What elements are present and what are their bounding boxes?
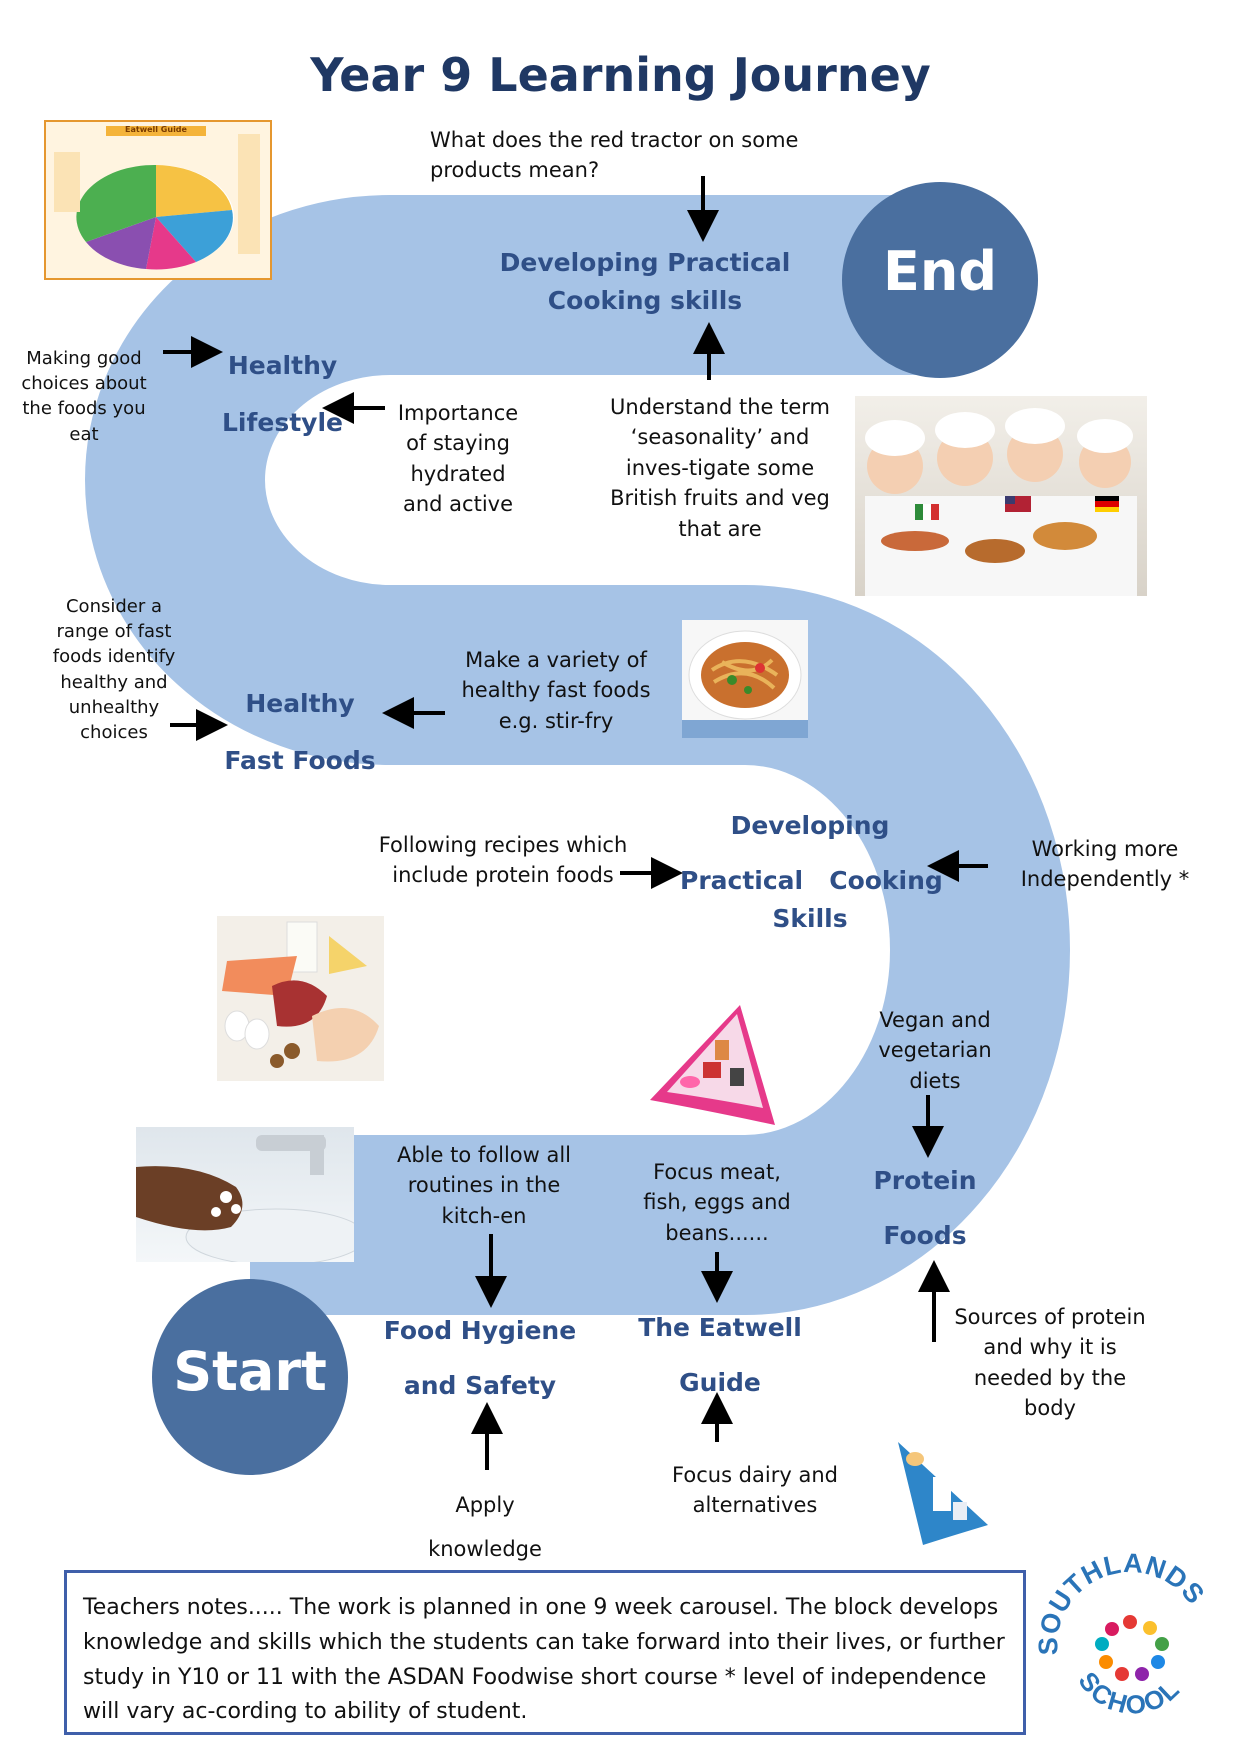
note-focus-meat: Focus meat, fish, eggs and beans...... <box>643 1160 791 1245</box>
logo-text-top: SOUTHLANDS <box>1033 1548 1209 1655</box>
logo-figures-ring <box>1095 1615 1169 1681</box>
note-fast-foods-range: Consider a range of fast foods identify … <box>52 596 176 743</box>
stir-fry-photo <box>682 620 808 738</box>
note-variety: Make a variety of healthy fast foods e.g… <box>461 648 651 733</box>
stage-protein-line1: Protein <box>873 1166 977 1195</box>
note-seasonality: Understand the term ‘seasonality’ and in… <box>610 395 830 541</box>
logo-text-bottom: SCHOOL <box>1073 1666 1185 1720</box>
stage-food-hygiene: Food Hygiene and Safety <box>380 1315 580 1402</box>
stage-protein-foods: Protein Foods <box>845 1165 1005 1252</box>
stage-protein-line2: Foods <box>883 1221 967 1251</box>
stage-hygiene-line2: and Safety <box>403 1371 557 1401</box>
stage-eatwell-line1: The Eatwell <box>638 1313 802 1342</box>
note-dairy: Focus dairy and alternatives <box>672 1463 838 1518</box>
note-routines: Able to follow all routines in the kitch… <box>396 1143 572 1228</box>
eatwell-dairy-segment-image <box>898 1442 988 1545</box>
note-vegan: Vegan and vegetarian diets <box>878 1008 992 1093</box>
end-circle <box>842 182 1038 378</box>
note-independently: Working more Independently * <box>1020 837 1190 892</box>
eatwell-guide-poster-image: Eatwell Guide <box>44 120 272 280</box>
eatwell-protein-segment-image <box>650 1005 775 1125</box>
stage-practical-mid-line1: Developing <box>730 811 890 840</box>
stage-practical-top: Developing Practical Cooking skills <box>499 248 791 315</box>
end-label: End <box>883 240 997 303</box>
handwashing-photo <box>136 1127 354 1262</box>
page-title: Year 9 Learning Journey <box>310 48 931 102</box>
stage-hygiene-line1: Food Hygiene <box>383 1316 577 1345</box>
protein-foods-photo <box>217 916 384 1081</box>
note-apply-line1: Apply <box>455 1493 515 1517</box>
stage-practical-mid-line2: Practical Cooking <box>680 866 943 896</box>
children-chefs-photo <box>855 396 1147 596</box>
southlands-school-logo: SOUTHLANDS SCHOOL <box>1030 1540 1230 1740</box>
note-apply-line2: knowledge <box>428 1537 542 1562</box>
stage-practical-mid: Developing Practical Cooking Skills <box>680 810 943 934</box>
start-label: Start <box>173 1340 327 1403</box>
svg-text:SCHOOL: SCHOOL <box>1073 1666 1187 1720</box>
stage-lifestyle-line1: Healthy <box>227 351 338 380</box>
note-sources-protein: Sources of protein and why it is needed … <box>954 1305 1146 1421</box>
stage-fastfoods-line1: Healthy <box>245 689 355 718</box>
stage-healthy-fast-foods: Healthy Fast Foods <box>210 688 390 777</box>
note-apply: Apply knowledge <box>420 1490 550 1565</box>
teacher-notes-box: Teachers notes..... The work is planned … <box>64 1570 1026 1735</box>
svg-text:SOUTHLANDS: SOUTHLANDS <box>1033 1548 1210 1655</box>
eatwell-poster-title: Eatwell Guide <box>125 125 187 134</box>
stage-practical-mid-line3: Skills <box>772 903 848 933</box>
note-recipes: Following recipes which include protein … <box>378 833 628 888</box>
stage-fastfoods-line2: Fast Foods <box>224 746 376 776</box>
note-red-tractor: What does the red tractor on some produc… <box>430 128 799 183</box>
note-hydrated: Importance of staying hydrated and activ… <box>397 401 519 517</box>
note-making-choices: Making good choices about the foods you … <box>21 348 147 445</box>
start-circle <box>152 1279 348 1475</box>
